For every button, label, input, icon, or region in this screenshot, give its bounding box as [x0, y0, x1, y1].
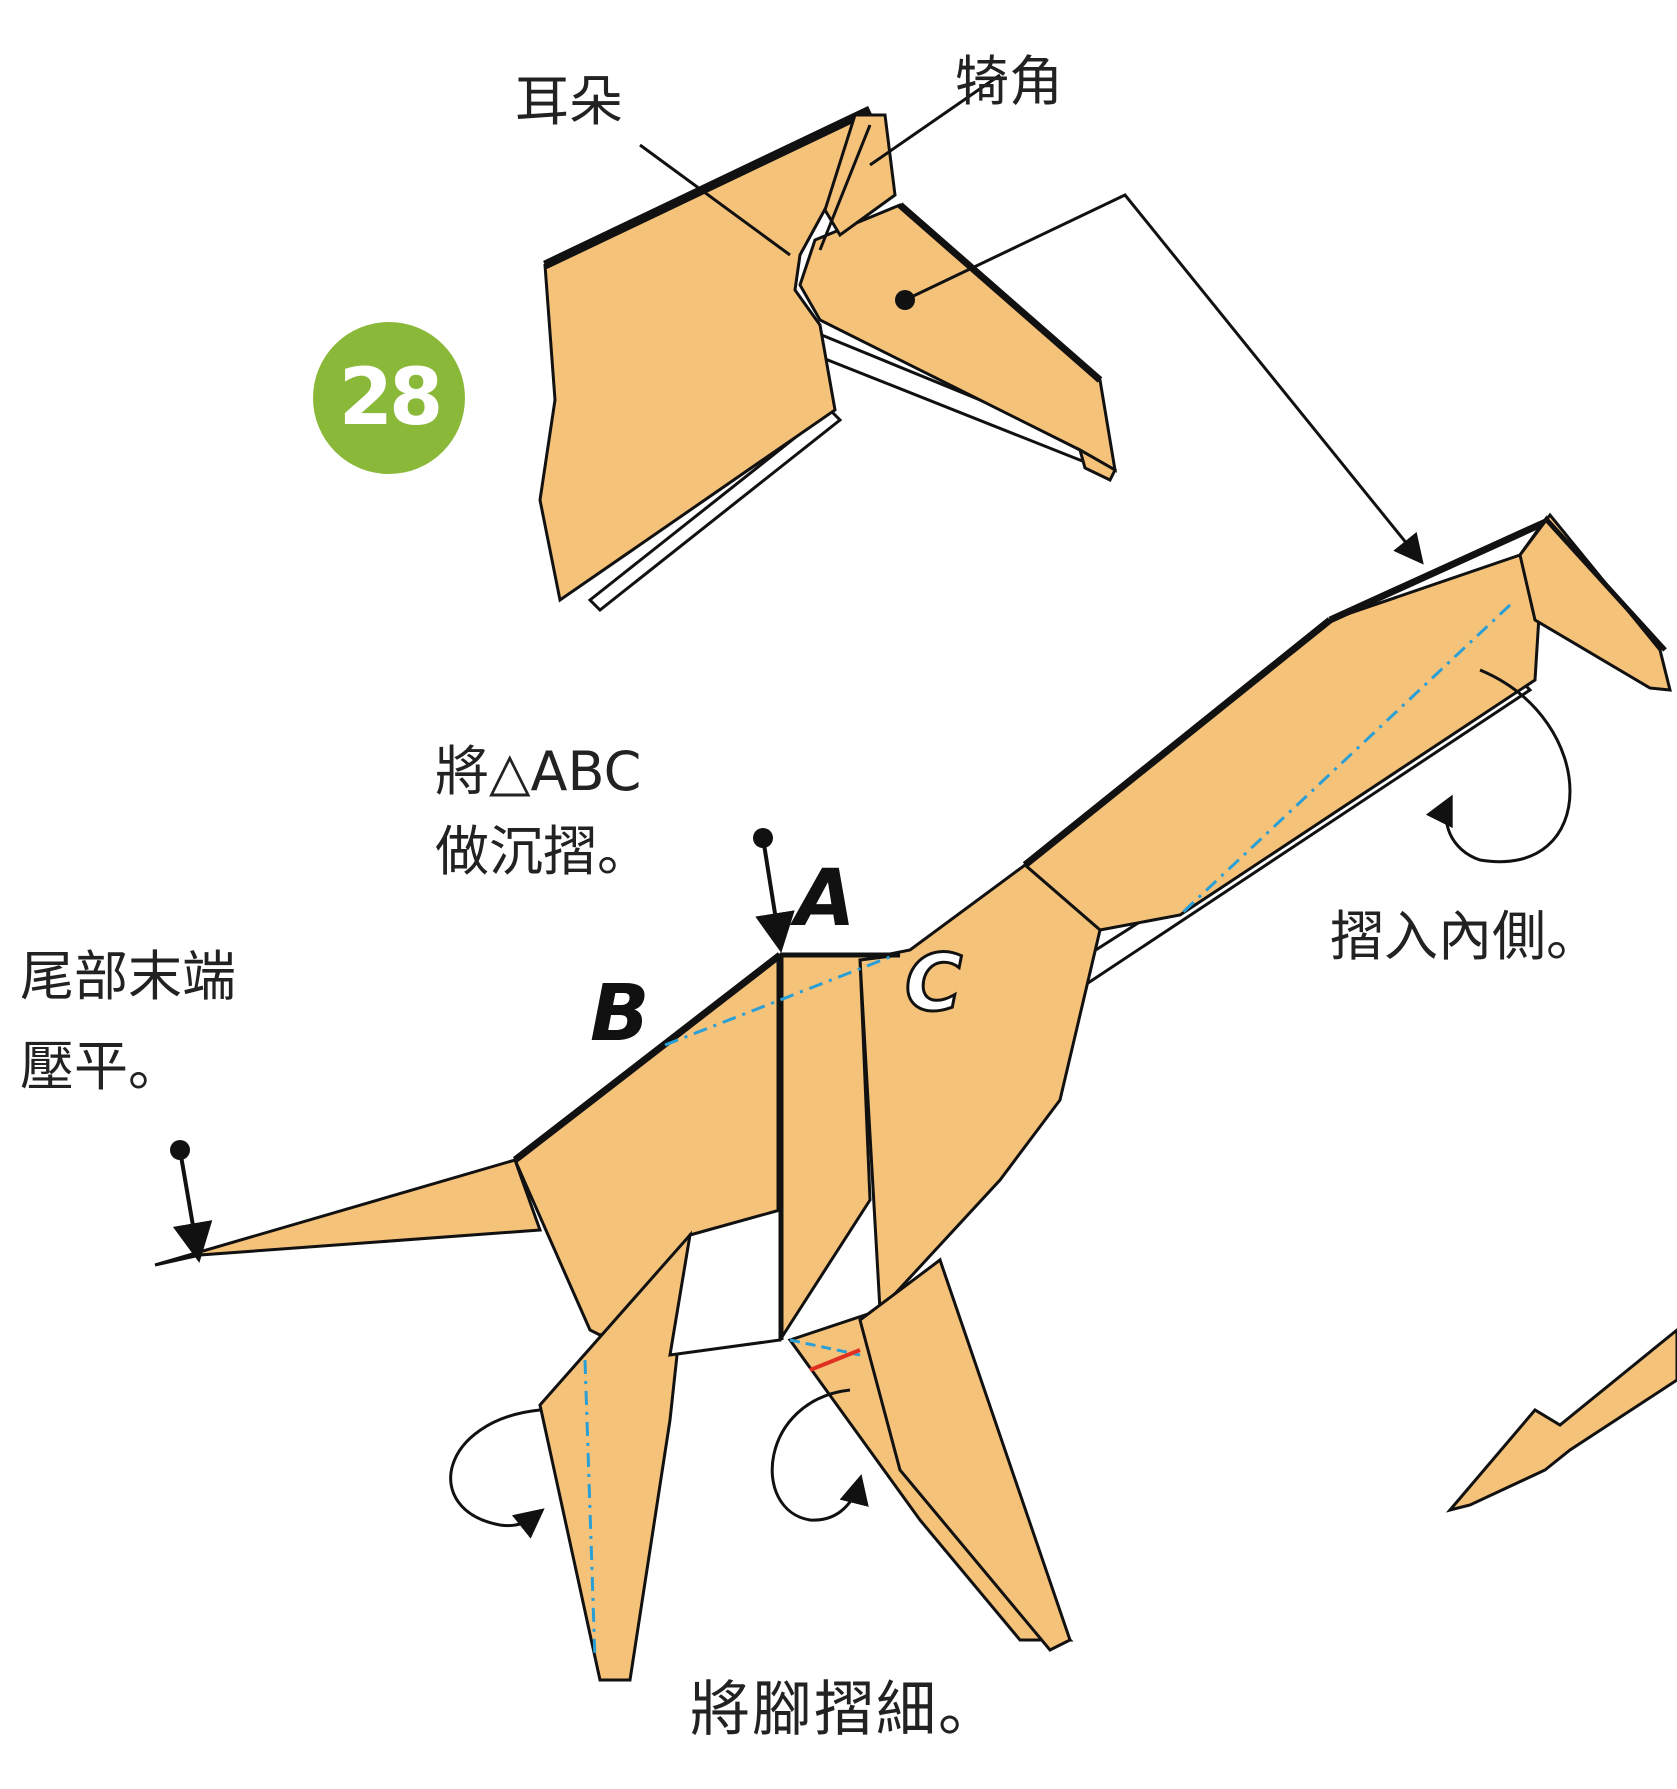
fold-legs-label: 將腳摺細。 [690, 1675, 1000, 1745]
point-c-label: C [903, 939, 963, 1029]
ears-label: 耳朵 [515, 70, 623, 133]
step-number-badge: 28 [313, 322, 465, 474]
horns-leader [869, 73, 1001, 167]
head-closeup [538, 73, 1424, 613]
point-a-label: A [795, 854, 856, 944]
sink-fold-label-line2: 做沉摺。 [435, 820, 651, 883]
fold-arrow-icon [770, 1388, 869, 1522]
fold-arrow-icon [1425, 668, 1572, 864]
sink-arrow-icon [755, 837, 795, 953]
horns-label: 犄角 [955, 50, 1063, 113]
fold-inside-label: 摺入內側。 [1330, 905, 1600, 968]
ears-leader [639, 143, 791, 257]
fold-arrow-icon [449, 1408, 545, 1539]
push-arrow-icon [172, 1149, 213, 1263]
arrows [170, 668, 1572, 1539]
tail-label-line2: 壓平。 [20, 1035, 182, 1098]
step-number: 28 [338, 353, 444, 443]
point-b-label: B [590, 969, 650, 1059]
fold-arrow-icon [904, 193, 1424, 565]
tail-label-line1: 尾部末端 [20, 945, 236, 1008]
sink-fold-label-line1: 將△ABC [435, 740, 642, 803]
giraffe-body [154, 512, 1677, 1682]
